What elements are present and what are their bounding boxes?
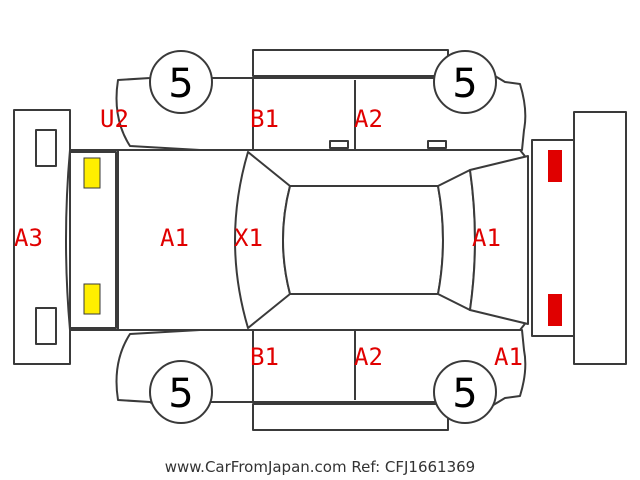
headlight-marker-top [83,157,101,189]
damage-code-front-right-door: B1 [250,343,279,371]
right-rocker-panel [252,403,449,431]
tire-grade-front-left: 5 [168,61,193,107]
tire-front-left: 5 [149,50,213,114]
tire-rear-left: 5 [433,50,497,114]
damage-code-trunk: A1 [472,224,501,252]
rear-bumper [573,111,627,365]
left-door-handle-front [329,140,349,149]
damage-code-front-left-fender: U2 [100,105,129,133]
front-bumper-notch-bottom [35,307,57,345]
damage-code-hood: A1 [160,224,189,252]
tire-grade-front-right: 5 [168,371,193,417]
damage-code-rear-right-door: A2 [354,343,383,371]
damage-code-rear-right-quarter: A1 [494,343,523,371]
damage-code-front-bumper: A3 [14,224,43,252]
front-bumper-notch-top [35,129,57,167]
damage-code-windshield: X1 [234,224,263,252]
reference-footer: www.CarFromJapan.com Ref: CFJ1661369 [165,458,475,476]
trunk-lid [469,155,529,325]
damage-code-front-left-door: B1 [250,105,279,133]
left-rocker-panel [252,49,449,77]
tire-grade-rear-left: 5 [452,61,477,107]
tire-front-right: 5 [149,360,213,424]
left-door-handle-rear [427,140,447,149]
tire-grade-rear-right: 5 [452,371,477,417]
taillight-marker-top [548,150,562,182]
damage-code-rear-left-door: A2 [354,105,383,133]
roof [282,185,444,295]
taillight-marker-bottom [548,294,562,326]
tire-rear-right: 5 [433,360,497,424]
headlight-marker-bottom [83,283,101,315]
rear-window [437,169,476,311]
